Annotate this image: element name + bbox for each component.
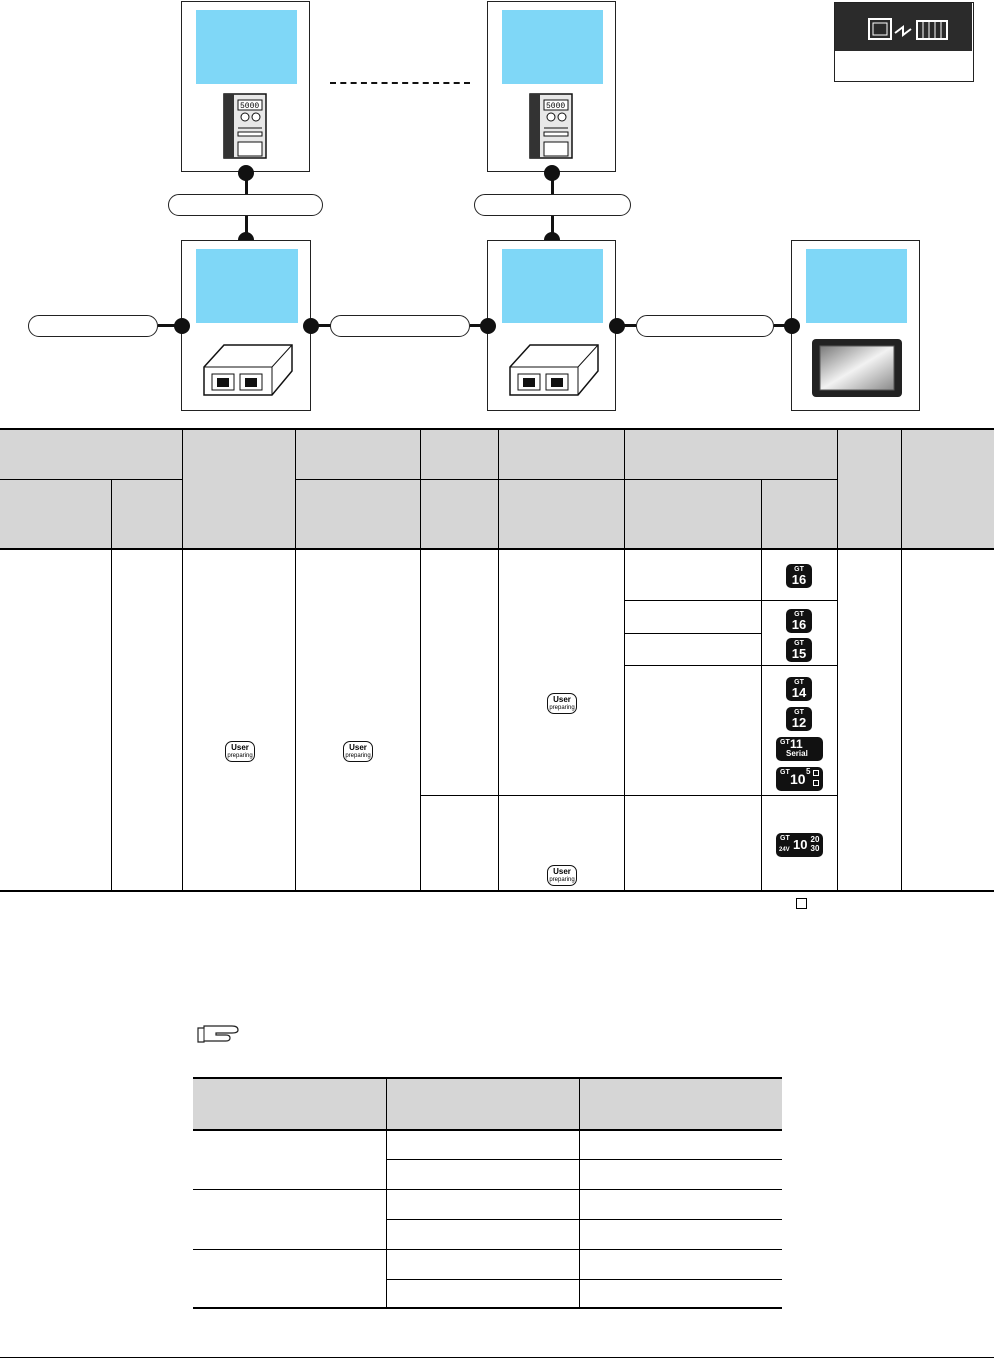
label-area [806,249,907,323]
label-area [196,10,297,84]
connector-dot [480,318,496,334]
gt1020-badge: GT 24V 10 20 30 [776,833,823,857]
connector-horizontal [470,324,487,327]
gt105-badge: GT 10 5 [776,767,823,791]
cable-label-pill [330,315,470,337]
label-area [502,10,603,84]
inverter-icon: 5000 [529,93,573,159]
connector-dot [784,318,800,334]
table-header [0,429,994,549]
reference-pointer-icon [197,1025,239,1043]
converter-node-1 [181,240,311,411]
label-area [502,249,603,323]
inverter-node-2: 5000 [487,1,616,172]
footer-rule [0,1357,994,1358]
gt11-serial-badge: GT 11 Serial [776,737,823,761]
connection-type-icon [834,2,974,82]
got-node [791,240,920,411]
connector-horizontal [311,324,331,327]
inverter-icon: 5000 [223,93,267,159]
connector-dot [544,165,560,181]
connector-dot [174,318,190,334]
converter-icon [203,344,293,396]
connector-horizontal [774,324,791,327]
note-box-symbol [796,898,807,909]
converter-icon [509,344,599,396]
label-area [196,249,298,323]
inverter-node-1: 5000 [181,1,310,172]
connector-dot [238,165,254,181]
connector-horizontal [158,324,180,327]
cable-label-pill [474,194,631,216]
connector-horizontal [616,324,636,327]
got-to-device-icon [868,18,948,40]
second-table-header [193,1078,782,1130]
cable-label-pill [636,315,774,337]
dashed-connector [330,82,470,84]
cable-label-pill [28,315,158,337]
converter-node-2 [487,240,616,411]
got-display-icon [812,339,902,397]
svg-text:5000: 5000 [240,102,259,111]
svg-text:5000: 5000 [546,102,565,111]
cable-label-pill [168,194,323,216]
